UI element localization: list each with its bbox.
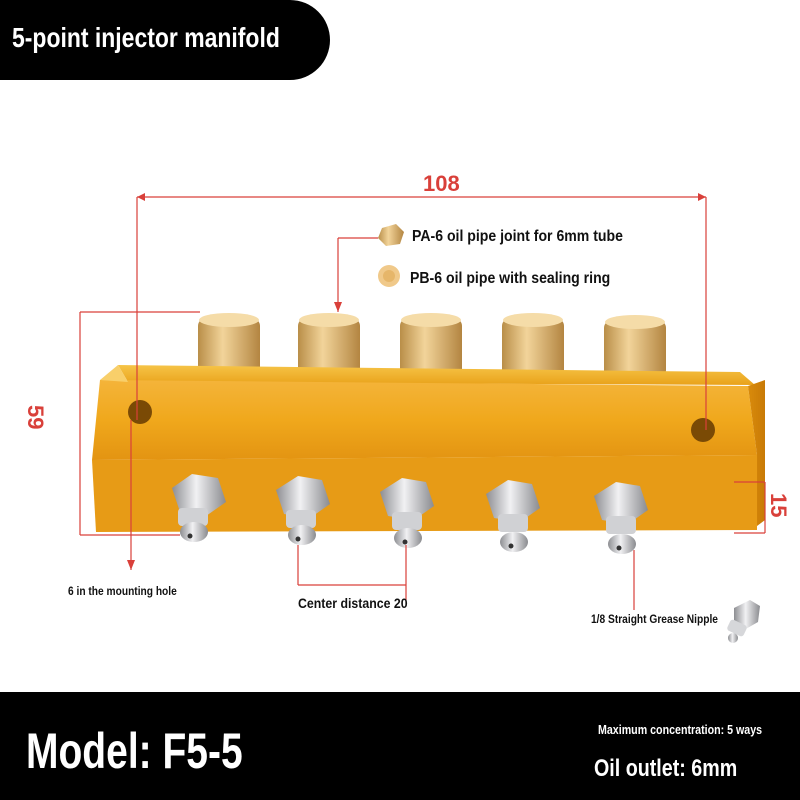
pb6-fitting-icon xyxy=(378,265,400,287)
grease-nipple xyxy=(486,480,540,552)
brass-fitting xyxy=(502,313,564,378)
max-concentration-label: Maximum concentration: 5 ways xyxy=(598,722,763,737)
manifold-diagram xyxy=(79,193,766,643)
brass-fitting xyxy=(198,313,260,378)
model-label: Model: F5-5 xyxy=(26,723,243,779)
brass-fitting xyxy=(604,315,666,378)
dimension-arrowheads xyxy=(127,193,706,570)
footer-bar xyxy=(0,692,800,800)
brass-fittings xyxy=(198,313,666,378)
pa6-fitting-icon xyxy=(378,224,404,246)
brass-fitting xyxy=(400,313,462,378)
pa6-callout: PA-6 oil pipe joint for 6mm tube xyxy=(412,228,623,245)
height-dimension-label: 59 xyxy=(23,405,48,430)
loose-grease-nipple-icon xyxy=(727,600,760,643)
page-title: 5-point injector manifold xyxy=(12,22,280,53)
center-distance-label: Center distance 20 xyxy=(298,595,408,611)
title-banner: 5-point injector manifold xyxy=(0,0,330,80)
pb6-callout: PB-6 oil pipe with sealing ring xyxy=(410,270,611,287)
width-dimension-label: 108 xyxy=(423,171,460,196)
grease-nipple xyxy=(172,474,226,542)
grease-nipples xyxy=(172,474,648,554)
grease-nipple xyxy=(594,482,648,554)
grease-nipple-callout: 1/8 Straight Grease Nipple xyxy=(591,612,718,626)
side-dimension-label: 15 xyxy=(766,493,791,518)
brass-fitting xyxy=(298,313,360,378)
grease-nipple xyxy=(276,476,330,545)
dimension-lines xyxy=(79,196,766,610)
oil-outlet-label: Oil outlet: 6mm xyxy=(594,755,738,782)
grease-nipple xyxy=(380,478,434,548)
mounting-hole-note: 6 in the mounting hole xyxy=(68,584,177,598)
